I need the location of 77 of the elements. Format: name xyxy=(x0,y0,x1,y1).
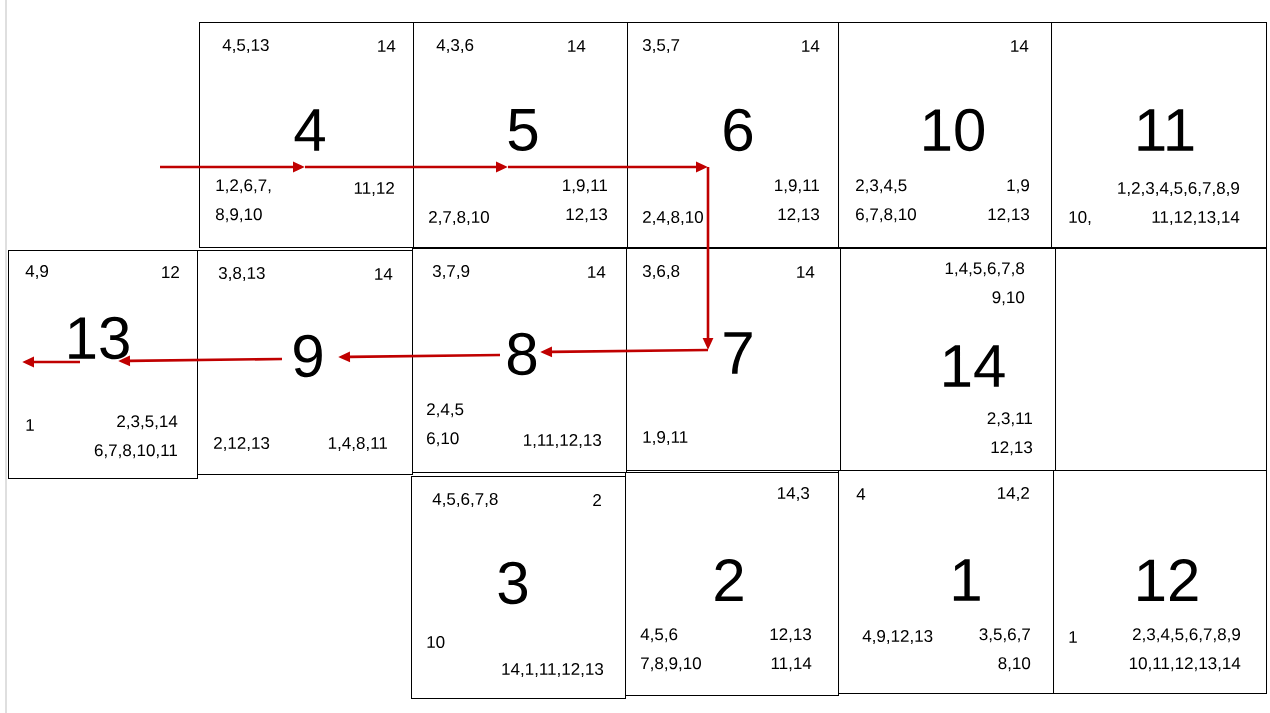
number-list: 1,9,11 xyxy=(643,431,688,446)
number-list: 10 xyxy=(427,636,445,649)
number-list: 2,3,11 12,13 xyxy=(987,412,1033,456)
number-list: 11,12,13,14 xyxy=(1152,211,1240,226)
grid-cell xyxy=(413,22,628,248)
number-list: 1,4,8,11 xyxy=(328,437,387,452)
number-list: 4,5,13 xyxy=(222,39,269,54)
number-list: 1,9,11 12,13 xyxy=(563,179,608,223)
number-list: 1,2,3,4,5,6,7,8,9 xyxy=(1118,182,1239,197)
number-list: 3,5,6,7 8,10 xyxy=(979,628,1031,672)
number-list: 1,4,5,6,7,8 9,10 xyxy=(945,262,1025,306)
number-list: 2,3,4,5 6,7,8,10 xyxy=(856,179,916,223)
number-list: 2,4,8,10 xyxy=(643,211,703,226)
number-list: 4,5,6 7,8,9,10 xyxy=(640,628,701,672)
number-list: 14,2 xyxy=(998,487,1029,502)
number-list: 1 xyxy=(26,419,34,431)
cell-number: 12 xyxy=(1138,559,1198,601)
grid-cell xyxy=(1055,248,1267,471)
number-list: 4,9,12,13 xyxy=(862,630,933,645)
number-list: 12,13 11,14 xyxy=(770,628,812,672)
number-list: 14,1,11,12,13 xyxy=(502,663,604,678)
grid-cell xyxy=(197,250,413,475)
number-list: 1 xyxy=(1069,631,1077,643)
number-list: 2,12,13 xyxy=(214,437,270,452)
number-list: 1,2,6,7, 8,9,10 xyxy=(215,179,271,223)
grid-cell xyxy=(625,472,839,696)
number-list: 14 xyxy=(1011,40,1029,52)
grid-cell xyxy=(840,248,1056,471)
number-list: 2,3,4,5,6,7,8,9 10,11,12,13,14 xyxy=(1129,628,1241,672)
grid-cell xyxy=(412,248,627,473)
cell-number: 13 xyxy=(69,316,129,360)
number-list: 11,12 xyxy=(354,182,394,197)
grid-cell xyxy=(838,470,1054,694)
grid-cell xyxy=(8,250,198,479)
number-list: 3,7,9 xyxy=(432,265,470,280)
cell-number: 14 xyxy=(944,345,1005,387)
number-list: 14 xyxy=(568,40,586,52)
grid-cell xyxy=(1051,22,1267,248)
cell-number: 3 xyxy=(498,561,528,605)
cell-number: 9 xyxy=(294,334,322,378)
number-list: 4,3,6 xyxy=(436,39,474,54)
number-list: 1,11,12,13 xyxy=(524,434,602,449)
cell-number: 10 xyxy=(924,108,984,152)
number-list: 4,9 xyxy=(25,265,49,280)
cell-number: 11 xyxy=(1138,109,1194,151)
number-list: 14 xyxy=(378,40,396,52)
number-list: 14 xyxy=(802,40,820,52)
cell-number: 1 xyxy=(953,559,980,601)
cell-number: 7 xyxy=(724,332,752,374)
number-list: 1,9,11 12,13 xyxy=(775,179,820,223)
cell-number: 6 xyxy=(724,108,753,152)
cell-number: 5 xyxy=(508,109,538,151)
number-list: 12 xyxy=(162,266,179,278)
number-list: 2,3,5,14 6,7,8,10,11 xyxy=(94,415,178,459)
grid-cell xyxy=(411,476,626,699)
cell-number: 4 xyxy=(294,109,325,151)
cell-number: 2 xyxy=(715,559,743,601)
number-list: 3,6,8 xyxy=(642,265,680,280)
grid-cell xyxy=(1053,470,1267,694)
number-list: 2,4,5 6,10 xyxy=(427,403,464,447)
number-list: 3,5,7 xyxy=(642,39,680,54)
number-list: 14 xyxy=(375,268,393,280)
grid-cell xyxy=(627,22,839,248)
number-list: 3,8,13 xyxy=(218,267,265,282)
number-list: 2 xyxy=(593,494,601,506)
number-list: 10, xyxy=(1069,211,1091,226)
grid-cell xyxy=(199,22,414,248)
number-list: 1,9 12,13 xyxy=(988,179,1030,223)
grid-cell xyxy=(626,248,841,471)
number-list: 4,5,6,7,8 xyxy=(432,493,498,508)
grid-cell xyxy=(838,22,1052,248)
number-list: 2,7,8,10 xyxy=(429,211,489,226)
cell-number: 8 xyxy=(507,332,537,376)
number-list: 14 xyxy=(588,266,606,278)
number-list: 4 xyxy=(856,488,866,500)
number-list: 14 xyxy=(797,266,815,278)
number-list: 14,3 xyxy=(778,487,810,502)
